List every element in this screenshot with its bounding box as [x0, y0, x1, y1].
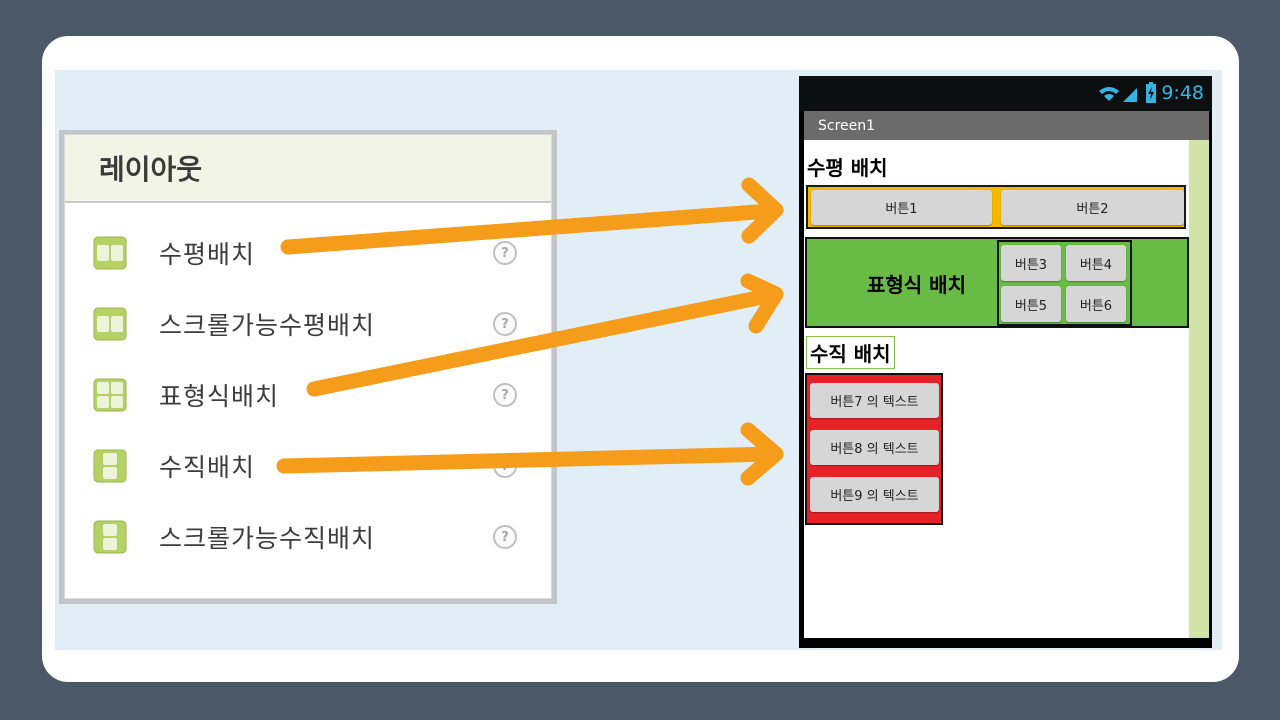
button-9[interactable]: 버튼9 의 텍스트 — [810, 477, 939, 512]
screen-title: Screen1 — [804, 111, 1209, 140]
horizontal-heading: 수평 배치 — [807, 156, 888, 180]
arrowhead-horizontal — [741, 177, 784, 244]
palette-item-table[interactable]: 표형식배치 ? — [65, 365, 551, 425]
clock: 9:48 — [1161, 82, 1204, 104]
button-8[interactable]: 버튼8 의 텍스트 — [810, 430, 939, 465]
vertical-arrangement: 버튼7 의 텍스트 버튼8 의 텍스트 버튼9 의 텍스트 — [805, 373, 943, 525]
palette-item-label: 스크롤가능수평배치 — [159, 311, 376, 340]
table-arrangement-icon — [93, 378, 127, 412]
arrow-horizontal — [280, 203, 778, 255]
palette-item-label: 수평배치 — [159, 240, 256, 269]
vertical-scroll-arrangement-icon — [93, 520, 127, 554]
palette-item-label: 수직배치 — [159, 453, 256, 482]
arrowhead-table — [740, 273, 784, 334]
help-icon[interactable]: ? — [493, 525, 517, 549]
button-1[interactable]: 버튼1 — [811, 190, 992, 225]
phone-preview: 9:48 Screen1 수평 배치 버튼1 버튼2 표형식 배치 버튼3 버튼… — [799, 76, 1212, 648]
palette-item-label: 스크롤가능수직배치 — [159, 524, 376, 553]
vertical-arrangement-icon — [93, 449, 127, 483]
wifi-signal-icon — [1099, 87, 1137, 102]
arrow-vertical — [276, 446, 780, 474]
scrollbar[interactable] — [1189, 140, 1209, 638]
table-grid: 버튼3 버튼4 버튼5 버튼6 — [997, 240, 1132, 326]
status-bar: 9:48 — [799, 76, 1212, 112]
button-3[interactable]: 버튼3 — [1001, 245, 1061, 281]
horizontal-arrangement-icon — [93, 236, 127, 270]
button-5[interactable]: 버튼5 — [1001, 286, 1061, 322]
button-4[interactable]: 버튼4 — [1066, 245, 1126, 281]
table-label: 표형식 배치 — [867, 273, 966, 297]
table-arrangement: 표형식 배치 버튼3 버튼4 버튼5 버튼6 — [805, 237, 1189, 328]
palette-item-horizontal-scroll[interactable]: 스크롤가능수평배치 ? — [65, 294, 551, 354]
battery-icon — [1146, 82, 1156, 103]
horizontal-arrangement: 버튼1 버튼2 — [806, 185, 1186, 229]
button-6[interactable]: 버튼6 — [1066, 286, 1126, 322]
button-2[interactable]: 버튼2 — [1001, 190, 1184, 225]
palette-item-vertical-scroll[interactable]: 스크롤가능수직배치 ? — [65, 507, 551, 567]
palette-body: 레이아웃 수평배치 ? 스크롤가능수평배치 ? — [64, 134, 552, 599]
palette-item-label: 표형식배치 — [159, 382, 280, 411]
button-7[interactable]: 버튼7 의 텍스트 — [810, 383, 939, 418]
layout-palette: 레이아웃 수평배치 ? 스크롤가능수평배치 ? — [59, 130, 557, 604]
vertical-heading: 수직 배치 — [806, 336, 895, 369]
arrowhead-vertical — [740, 422, 784, 486]
help-icon[interactable]: ? — [493, 241, 517, 265]
help-icon[interactable]: ? — [493, 312, 517, 336]
help-icon[interactable]: ? — [493, 383, 517, 407]
horizontal-scroll-arrangement-icon — [93, 307, 127, 341]
palette-title: 레이아웃 — [65, 135, 551, 203]
palette-item-horizontal[interactable]: 수평배치 ? — [65, 223, 551, 283]
arrow-table — [306, 287, 780, 397]
app-screen: 수평 배치 버튼1 버튼2 표형식 배치 버튼3 버튼4 버튼5 버튼6 수직 … — [804, 140, 1209, 638]
